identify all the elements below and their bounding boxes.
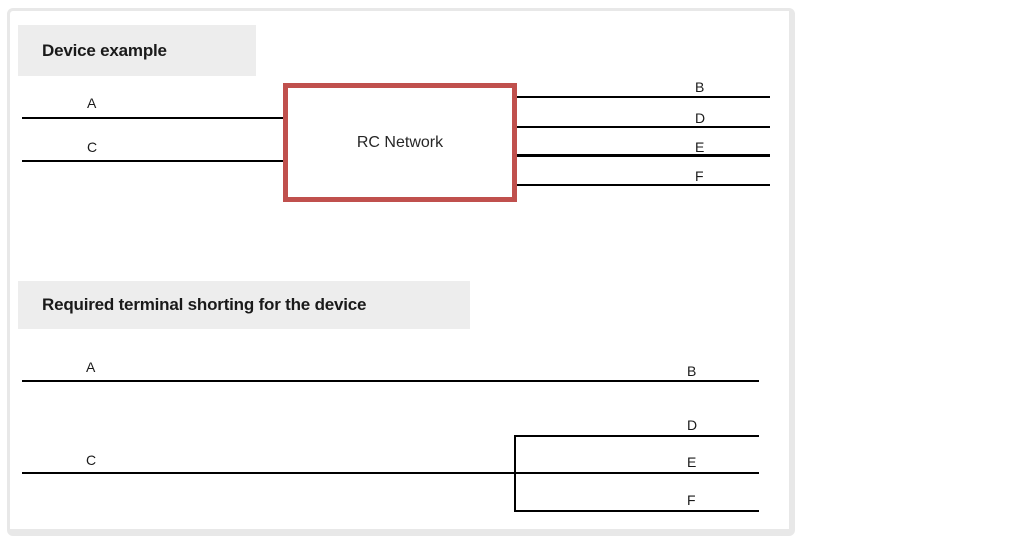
shorting-bus-d-e-f xyxy=(514,435,516,512)
terminal-label-e-bottom: E xyxy=(687,454,697,470)
terminal-line-d-top xyxy=(517,126,770,128)
required-shorting-heading: Required terminal shorting for the devic… xyxy=(18,281,470,329)
terminal-label-d-bottom: D xyxy=(687,417,698,433)
rc-network-box: RC Network xyxy=(283,83,517,202)
terminal-label-c-bottom: C xyxy=(86,452,97,468)
terminal-label-a-top: A xyxy=(87,95,97,111)
rc-network-label: RC Network xyxy=(356,133,444,151)
terminal-label-b-top: B xyxy=(695,79,705,95)
connection-line-c-e xyxy=(22,472,759,474)
terminal-label-b-bottom: B xyxy=(687,363,697,379)
terminal-line-b-top xyxy=(517,96,770,98)
terminal-line-f-bottom xyxy=(514,510,759,512)
terminal-line-d-bottom xyxy=(514,435,759,437)
device-example-heading: Device example xyxy=(18,25,256,76)
terminal-line-e-top xyxy=(517,154,770,157)
terminal-line-f-top xyxy=(517,184,770,186)
terminal-line-c-top xyxy=(22,160,283,162)
terminal-label-f-bottom: F xyxy=(687,492,696,508)
terminal-label-a-bottom: A xyxy=(86,359,96,375)
terminal-label-e-top: E xyxy=(695,139,705,155)
connection-line-a-b xyxy=(22,380,759,382)
terminal-label-d-top: D xyxy=(695,110,706,126)
terminal-label-f-top: F xyxy=(695,168,704,184)
terminal-line-a-top xyxy=(22,117,283,119)
terminal-label-c-top: C xyxy=(87,139,98,155)
